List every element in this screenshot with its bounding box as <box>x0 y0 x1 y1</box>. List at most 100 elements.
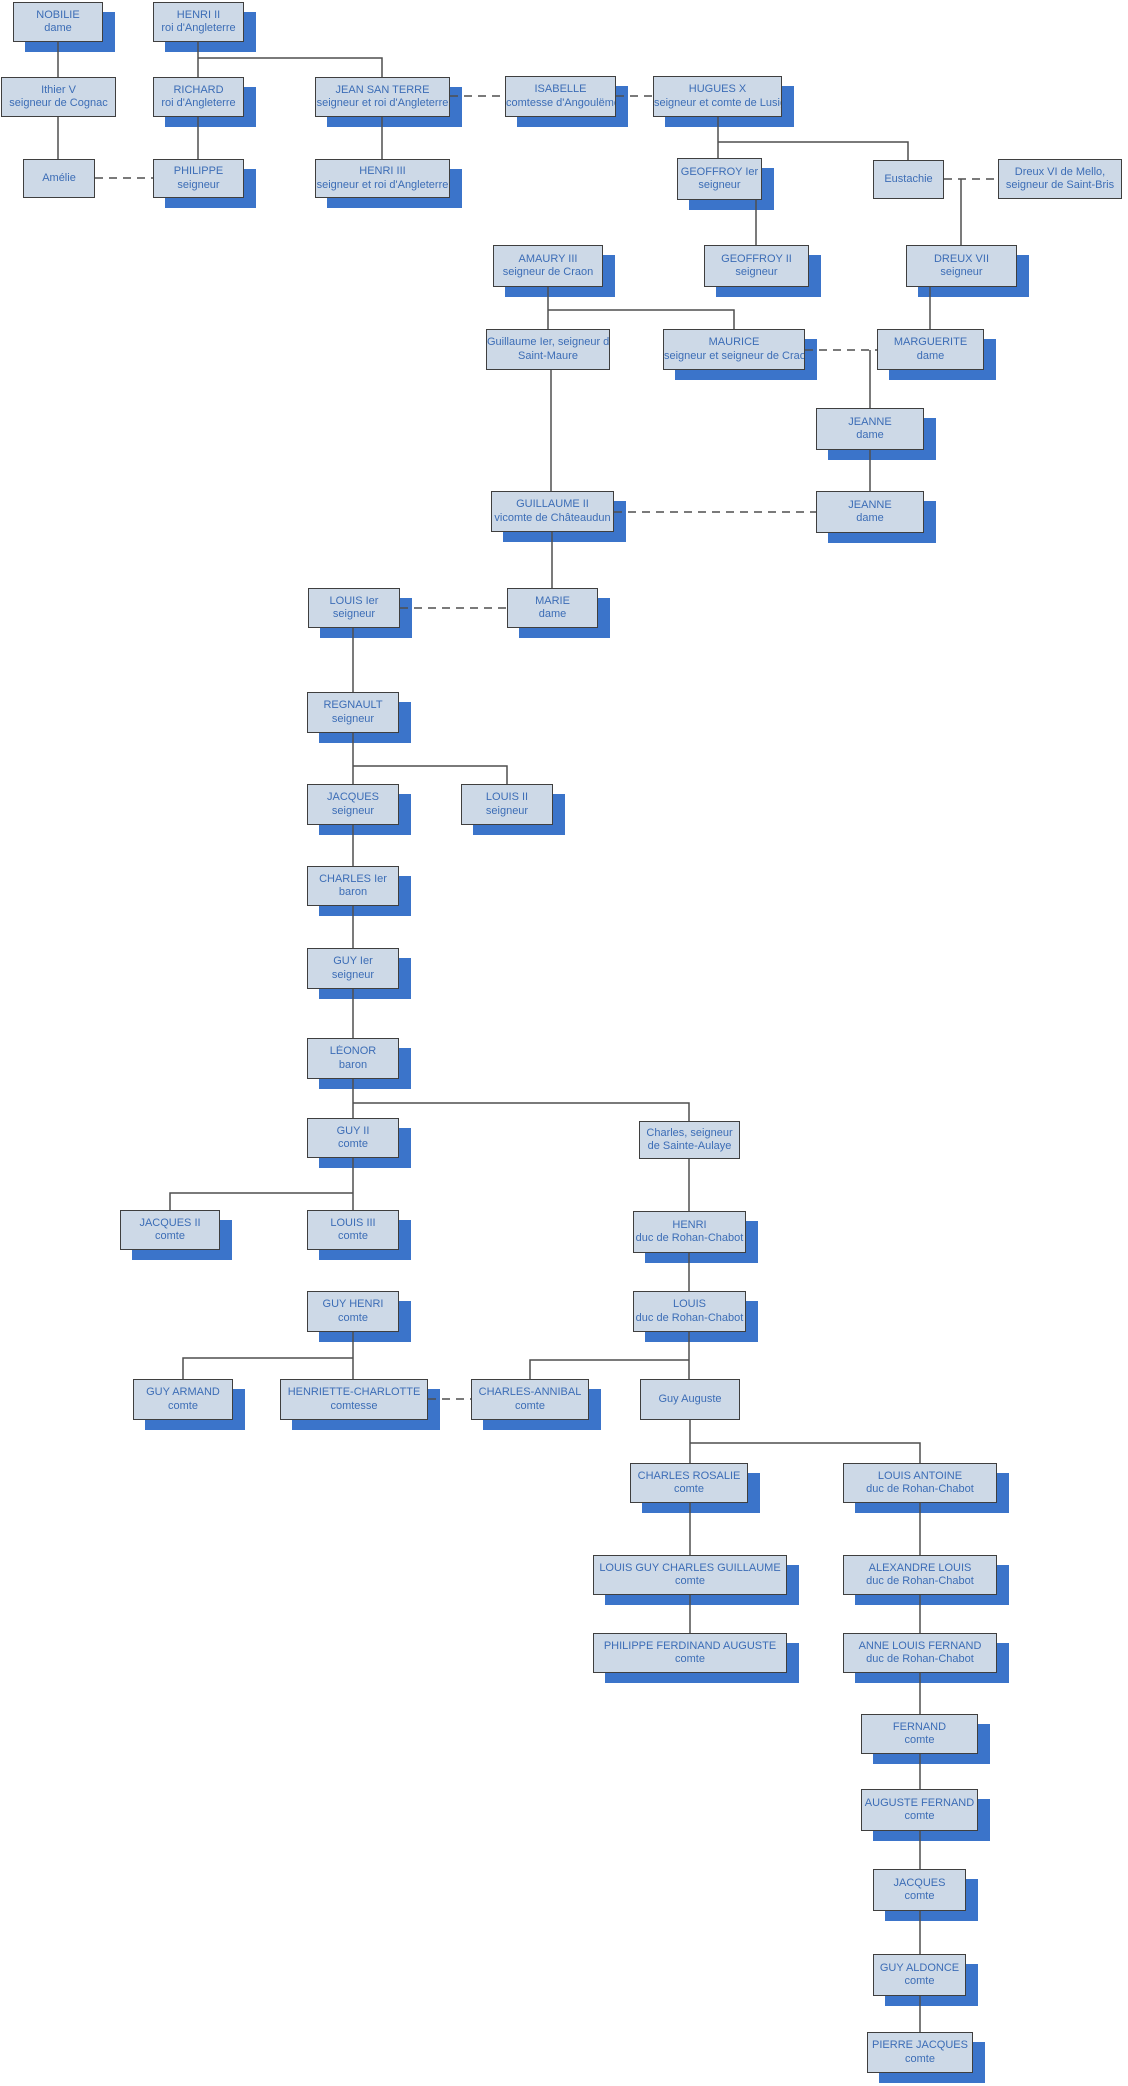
person-name: PHILIPPE FERDINAND AUGUSTE <box>603 1639 777 1652</box>
person-name: LOUIS GUY CHARLES GUILLAUME <box>599 1561 781 1574</box>
person-title: comte <box>168 1399 198 1412</box>
connector-solid <box>353 765 508 784</box>
person-name: Dreux VI de Mello, <box>1014 165 1106 178</box>
person-name: GUILLAUME II <box>516 498 589 510</box>
person-name: GUY HENRI <box>322 1298 384 1310</box>
person-node-dreux-vi[interactable]: Dreux VI de Mello,seigneur de Saint-Bris <box>998 159 1122 199</box>
connector-solid <box>690 1442 921 1463</box>
person-node-eustachie[interactable]: Eustachie <box>873 160 944 199</box>
person-title: dame <box>916 349 945 362</box>
person-name: HENRI II <box>176 8 221 21</box>
person-title: dame <box>44 22 72 34</box>
person-title: duc de Rohan-Chabot <box>866 1483 974 1495</box>
person-title: duc de Rohan-Chabot <box>635 1311 744 1324</box>
person-node-amelie[interactable]: Amélie <box>23 159 95 198</box>
person-name: FERNAND <box>892 1720 947 1733</box>
person-title: comte <box>338 1311 368 1324</box>
person-title: comte <box>155 1230 185 1242</box>
person-node-guy-auguste[interactable]: Guy Auguste <box>640 1379 740 1420</box>
person-name: Guillaume Ier, seigneur de <box>487 336 609 348</box>
person-name: JEANNE <box>848 415 892 428</box>
person-name: REGNAULT <box>323 699 383 711</box>
person-name: Charles, seigneur <box>646 1126 733 1139</box>
person-name: LOUIS Ier <box>329 594 379 607</box>
person-title: Saint-Maure <box>518 349 578 362</box>
person-title: dame <box>538 608 567 620</box>
person-title: seigneur et seigneur de Craon <box>664 349 804 362</box>
person-name: JACQUES II <box>139 1216 201 1229</box>
person-title: comte <box>515 1399 545 1412</box>
person-title: comte <box>904 1975 935 1987</box>
person-title: comte <box>338 1230 368 1242</box>
person-title: comtesse d'Angoulëme <box>506 96 615 109</box>
connector-solid <box>529 1359 689 1379</box>
person-name: GUY II <box>336 1124 370 1137</box>
person-name: AUGUSTE FERNAND <box>864 1796 975 1809</box>
person-title: duc de Rohan-Chabot <box>866 1575 974 1587</box>
person-title: seigneur et roi d'Angleterre <box>316 97 449 109</box>
person-title: seigneur <box>331 804 375 817</box>
person-name: HUGUES X <box>688 83 747 95</box>
person-name: GEOFFROY Ier <box>680 165 759 178</box>
person-name: PHILIPPE <box>173 165 224 177</box>
person-title: comte <box>675 1575 705 1587</box>
person-title: seigneur <box>485 804 529 817</box>
person-name: JACQUES <box>327 791 379 803</box>
person-title: comte <box>675 1653 705 1665</box>
connector-solid <box>182 1357 353 1379</box>
person-name: LOUIS <box>672 1298 706 1310</box>
person-name: MARIE <box>535 594 570 607</box>
person-name: JACQUES <box>893 1876 946 1889</box>
person-name: LOUIS II <box>485 791 529 803</box>
person-name: HENRI <box>672 1218 707 1231</box>
